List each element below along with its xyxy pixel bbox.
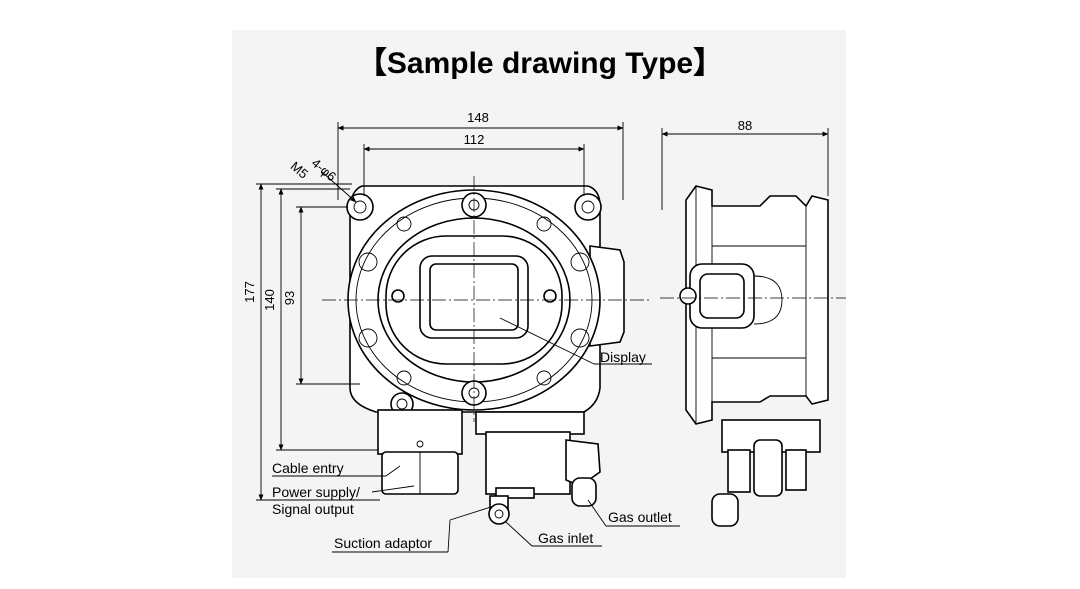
- label-gas-inlet: Gas inlet: [538, 530, 593, 546]
- gas-outlet-fitting: [571, 477, 597, 507]
- dim-height-mid: 140: [262, 289, 277, 311]
- lug-top-right: [574, 193, 602, 221]
- dim-height-outer: 177: [242, 281, 257, 303]
- side-outlet-fitting: [711, 493, 739, 527]
- dim-width-outer: 148: [467, 110, 489, 125]
- pump-body: [485, 431, 571, 495]
- side-view: [660, 185, 846, 527]
- dim-height-inner: 93: [282, 291, 297, 305]
- dim-width-inner: 112: [464, 132, 485, 147]
- label-cable-entry: Cable entry: [272, 460, 344, 476]
- label-suction-adaptor: Suction adaptor: [334, 535, 432, 551]
- gas-inlet-fitting: [488, 503, 510, 525]
- dim-depth: 88: [738, 118, 752, 133]
- side-fitting: [753, 439, 783, 497]
- callouts: Display Cable entry Power supply/ Signal…: [272, 317, 680, 553]
- dim-hole-spec: 4-φ6: [309, 155, 339, 184]
- label-gas-outlet: Gas outlet: [608, 509, 672, 525]
- label-display: Display: [600, 349, 646, 365]
- label-signal-output: Signal output: [272, 501, 354, 517]
- front-view: [322, 176, 652, 525]
- dim-thread-spec: M5: [288, 158, 311, 181]
- side-enclosure: [685, 185, 829, 425]
- side-dimensions: 88: [661, 118, 829, 210]
- front-dimensions: 148 112 4-φ6 M5 177 140: [242, 110, 624, 501]
- pump-top: [475, 411, 585, 435]
- drawing-title: 【Sample drawing Type】: [357, 47, 723, 80]
- label-power-supply: Power supply/: [272, 484, 360, 500]
